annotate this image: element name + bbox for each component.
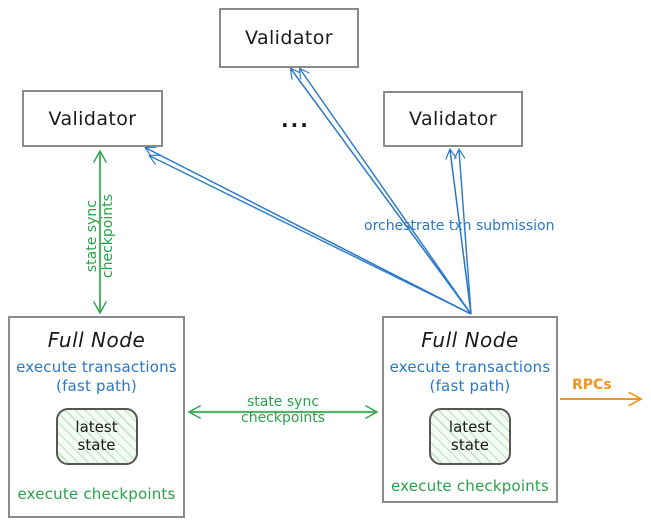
edge-fullnode-to-validator-right: [450, 150, 472, 315]
full-node-right-execute-line2: (fast path): [429, 376, 511, 395]
validators-ellipsis: ...: [281, 108, 310, 132]
full-node-right-execute: execute transactions (fast path): [384, 358, 556, 396]
state-sync-horizontal-label: state sync checkpoints: [221, 394, 345, 426]
full-node-left-execute-line2: (fast path): [56, 376, 137, 395]
full-node-left-execute-line1: execute transactions: [16, 358, 177, 376]
validator-right-box[interactable]: Validator: [383, 91, 523, 147]
full-node-right-state-line2: state: [451, 435, 489, 454]
validator-right-label: Validator: [409, 108, 497, 130]
full-node-right-box[interactable]: Full Node execute transactions (fast pat…: [382, 316, 558, 503]
orchestrate-label: orchestrate txn submission: [364, 218, 555, 234]
validator-top-label: Validator: [245, 27, 333, 49]
state-sync-vertical-label: state sync checkpoints: [84, 186, 116, 286]
edge-fullnode-to-validator-top: [291, 69, 472, 315]
validator-left-box[interactable]: Validator: [22, 90, 163, 147]
full-node-left-state-line1: latest: [75, 417, 118, 436]
state-sync-horizontal-line2: checkpoints: [241, 410, 325, 427]
rpcs-label: RPCs: [572, 377, 612, 393]
edge-fullnode-to-validator-left: [146, 148, 472, 315]
full-node-left-title: Full Node: [47, 328, 146, 352]
full-node-left-box[interactable]: Full Node execute transactions (fast pat…: [8, 316, 185, 518]
full-node-right-execute-line1: execute transactions: [389, 358, 551, 376]
full-node-left-execute: execute transactions (fast path): [10, 358, 183, 396]
state-sync-vertical-line1: state sync: [83, 200, 100, 273]
full-node-left-checkpoints: execute checkpoints: [17, 484, 176, 503]
full-node-right-state-chip: latest state: [429, 407, 511, 465]
validator-top-box[interactable]: Validator: [219, 8, 359, 68]
full-node-right-checkpoints: execute checkpoints: [390, 476, 550, 495]
validator-left-label: Validator: [48, 107, 137, 130]
full-node-left-state-line2: state: [77, 435, 116, 454]
state-sync-vertical-line2: checkpoints: [100, 194, 116, 279]
state-sync-horizontal-line1: state sync: [246, 394, 320, 410]
full-node-right-state-line1: latest: [448, 417, 492, 436]
full-node-right-title: Full Node: [421, 328, 519, 352]
full-node-left-state-chip: latest state: [55, 407, 138, 465]
